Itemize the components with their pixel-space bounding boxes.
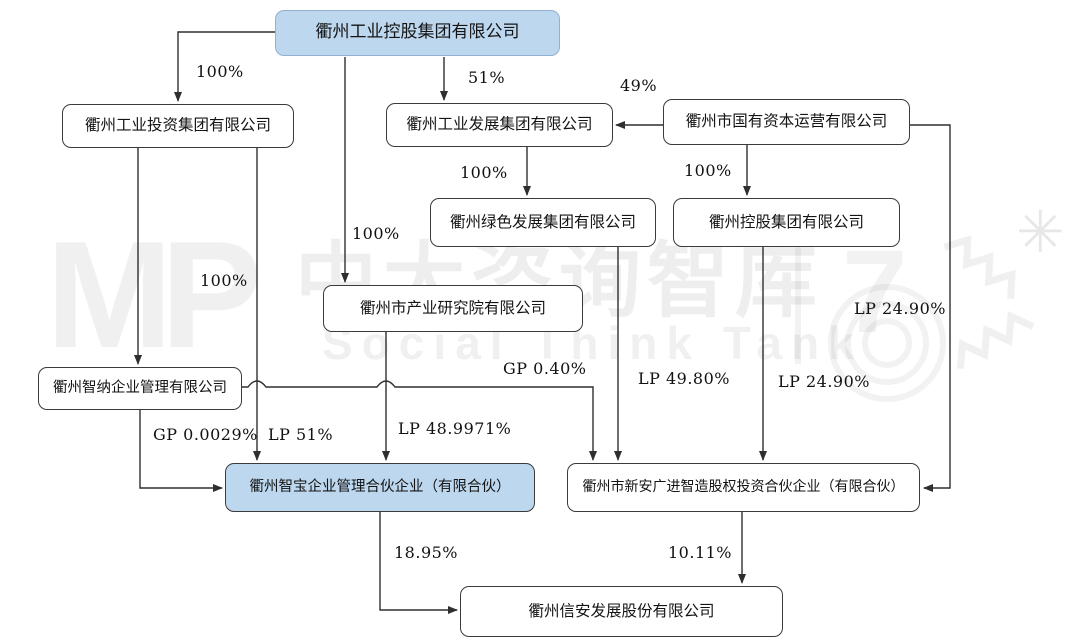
- edge-label-investment-zhibao: LP 51%: [268, 425, 334, 444]
- node-qz-holding-group: 衢州控股集团有限公司: [673, 198, 900, 247]
- node-qz-zhina-management: 衢州智纳企业管理有限公司: [38, 367, 242, 410]
- edge-statecapital-to-xinan: [910, 124, 951, 492]
- node-qz-xinan-development-co: 衢州信安发展股份有限公司: [460, 586, 783, 637]
- edge-label-statecapital-xinan: LP 24.90%: [854, 299, 946, 318]
- edge-zhina-to-xinan: [242, 380, 597, 461]
- node-qz-green-development-group: 衢州绿色发展集团有限公司: [430, 198, 656, 247]
- edge-label-qzholding-xinan: LP 24.90%: [778, 372, 870, 391]
- edge-label-xinan-xinanfazhan: 10.11%: [668, 543, 733, 562]
- edge-holding-to-investment: [174, 31, 277, 102]
- node-qz-industry-development-group: 衢州工业发展集团有限公司: [386, 103, 613, 147]
- node-qz-industry-holding-group: 衢州工业控股集团有限公司: [275, 10, 560, 56]
- edge-label-holding-research: 100%: [352, 224, 400, 243]
- edge-label-zhina-xinan: GP 0.40%: [503, 359, 587, 378]
- edge-label-research-zhibao: LP 48.9971%: [398, 419, 512, 438]
- edge-label-statecapital-development: 49%: [620, 76, 658, 95]
- node-qz-xinan-guangjin-partnership: 衢州市新安广进智造股权投资合伙企业（有限合伙）: [567, 463, 920, 512]
- node-qz-state-capital-operation: 衢州市国有资本运营有限公司: [663, 99, 910, 145]
- node-qz-zhibao-partnership: 衢州智宝企业管理合伙企业（有限合伙）: [225, 463, 535, 512]
- edge-label-zhina-zhibao: GP 0.0029%: [153, 425, 258, 444]
- edge-zhina-to-zhibao: [139, 410, 223, 492]
- edge-label-statecapital-qzholding: 100%: [684, 161, 732, 180]
- node-qz-industry-research-institute: 衢州市产业研究院有限公司: [323, 285, 583, 332]
- node-qz-industry-investment-group: 衢州工业投资集团有限公司: [62, 104, 294, 148]
- edge-label-investment-zhina: 100%: [200, 271, 248, 290]
- edge-label-zhibao-xinanfazhan: 18.95%: [394, 543, 459, 562]
- edge-label-green-xinan: LP 49.80%: [638, 369, 730, 388]
- edge-label-holding-investment: 100%: [196, 62, 244, 81]
- edge-zhibao-to-xinanfazhan: [379, 512, 458, 614]
- edge-label-holding-development: 51%: [468, 68, 506, 87]
- edge-label-development-green: 100%: [460, 163, 508, 182]
